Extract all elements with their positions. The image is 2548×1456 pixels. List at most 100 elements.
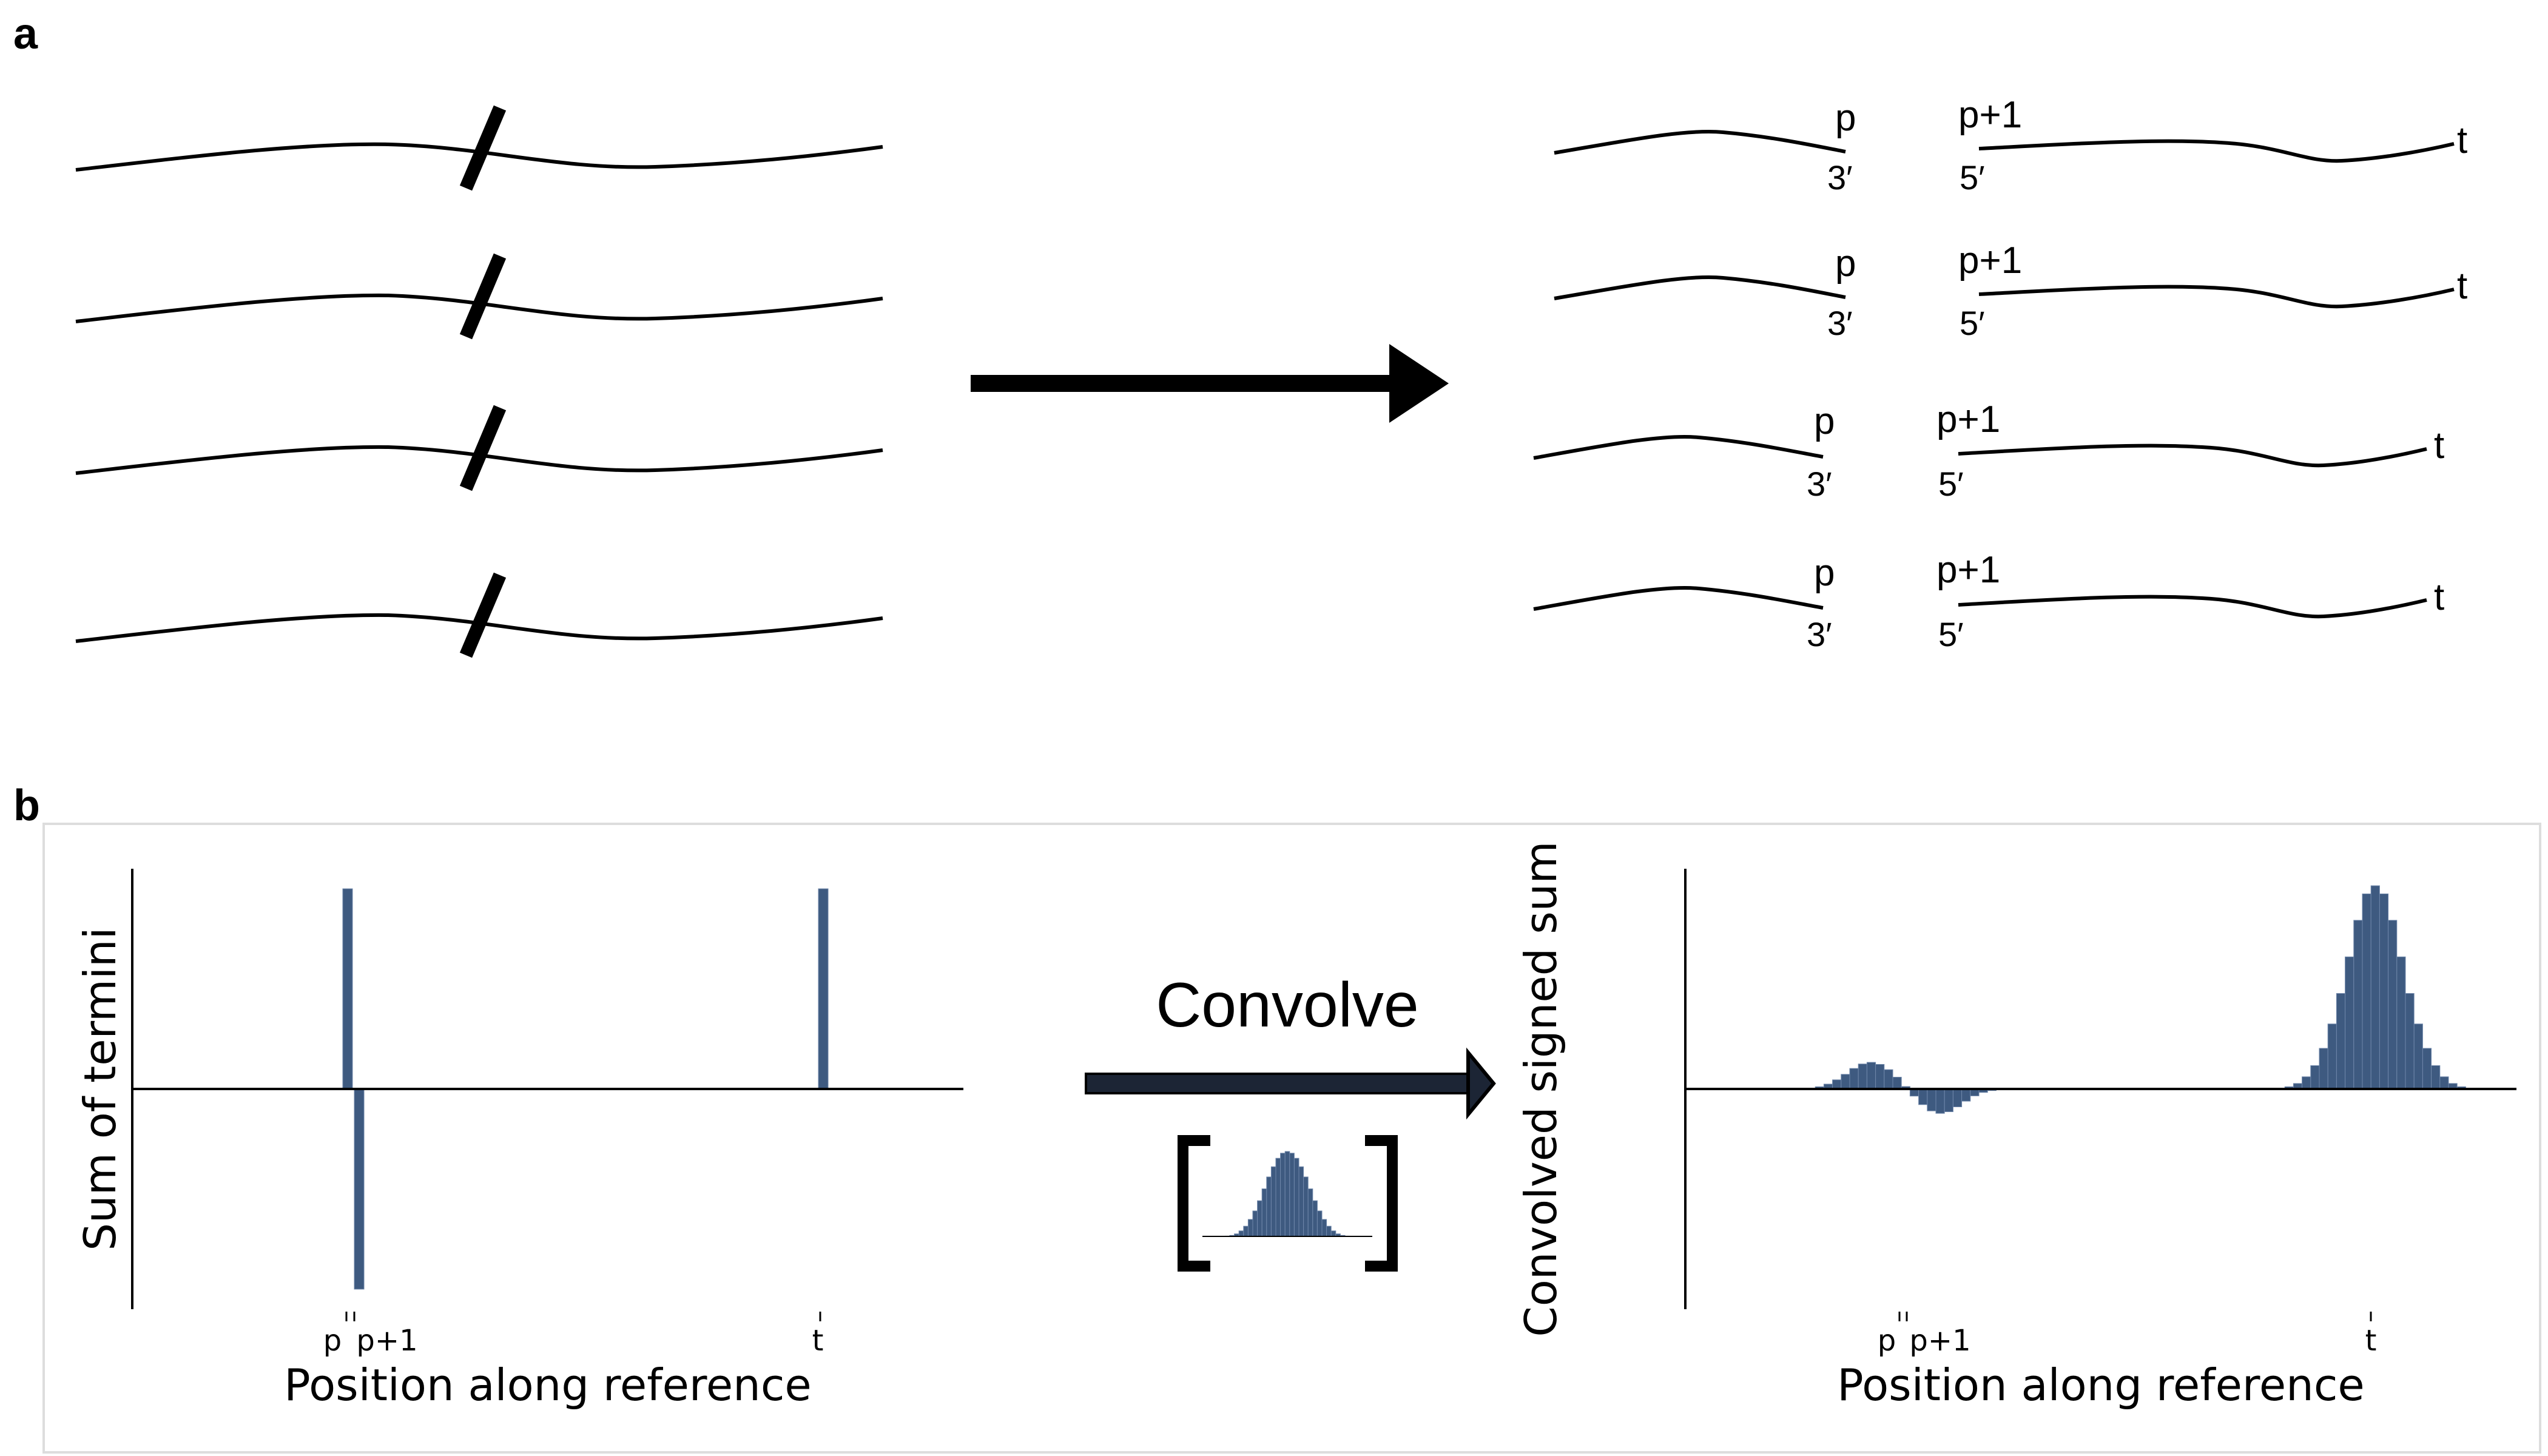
cleaved-fragments [1533, 129, 2455, 619]
convolved-bar-41 [2405, 993, 2415, 1090]
kernel-bar-24 [1330, 1230, 1336, 1237]
kernel-bar-10 [1266, 1176, 1272, 1237]
cut-mark-4 [459, 572, 507, 658]
convolved-bar-32 [2327, 1023, 2337, 1090]
convolved-bar-43 [2422, 1048, 2432, 1090]
kernel-bar-19 [1307, 1188, 1313, 1237]
tick-label-t-left: t [812, 1324, 824, 1358]
arrow-head [1389, 344, 1449, 423]
kernel-bar-12 [1275, 1158, 1281, 1237]
kernel-bar-15 [1289, 1153, 1295, 1237]
chart-right-x-label: Position along reference [1837, 1360, 2364, 1410]
fragment-right-4 [1958, 595, 2427, 619]
chart-left-x-label: Position along reference [284, 1360, 811, 1410]
arrow-shaft [971, 375, 1395, 392]
kernel-bar-13 [1280, 1153, 1286, 1237]
convolved-sum-chart: p p+1 t Position along reference Convolv… [1515, 841, 2516, 1410]
fragment-left-1 [1554, 129, 1846, 155]
label-3prime-3: 3′ [1807, 465, 1832, 503]
convolved-bar-9 [1875, 1063, 1885, 1090]
convolved-bar-18 [1952, 1088, 1963, 1107]
kernel-bar-5 [1243, 1225, 1249, 1237]
fragment-right-1 [1978, 139, 2455, 163]
kernel-bar-17 [1298, 1166, 1304, 1237]
cut-mark-1 [459, 105, 507, 191]
convolved-bar-8 [1866, 1062, 1876, 1090]
kernel-bar-9 [1261, 1188, 1267, 1237]
convolved-bar-31 [2319, 1048, 2328, 1090]
cut-mark-2 [459, 253, 507, 340]
label-p-3: p [1814, 400, 1835, 442]
panel-a-letter: a [13, 10, 38, 58]
tick-label-p1-left: p+1 [356, 1324, 417, 1358]
convolved-bar-33 [2336, 993, 2346, 1090]
kernel-bracket-right [1365, 1135, 1398, 1272]
convolved-bar-34 [2345, 956, 2354, 1090]
convolve-operator: Convolve [1085, 970, 1496, 1272]
convolved-bar-40 [2396, 956, 2406, 1090]
label-p1-1: p+1 [1958, 94, 2022, 136]
convolve-label: Convolve [1156, 970, 1419, 1040]
label-t-4: t [2434, 576, 2444, 618]
label-5prime-1: 5′ [1960, 158, 1985, 197]
panel-b-frame [42, 823, 2541, 1454]
convolved-bar-36 [2362, 893, 2371, 1090]
fragment-right-3 [1958, 443, 2427, 468]
label-p1-3: p+1 [1936, 399, 2000, 440]
chart-left-y-label: Sum of termini [75, 927, 126, 1250]
convolved-bar-11 [1892, 1077, 1902, 1090]
convolved-bar-14 [1918, 1088, 1928, 1105]
convolved-bar-44 [2431, 1065, 2441, 1090]
label-5prime-2: 5′ [1960, 304, 1985, 342]
convolved-bar-42 [2413, 1023, 2423, 1090]
termini-bar-1 [342, 888, 353, 1090]
fragment-left-4 [1533, 585, 1824, 611]
kernel-bar-16 [1293, 1158, 1299, 1237]
convolved-bar-29 [2302, 1076, 2311, 1090]
tick-label-p-left: p [323, 1324, 342, 1358]
convolve-arrow-head [1466, 1047, 1496, 1120]
cut-marks [459, 105, 507, 658]
kernel-bar-21 [1316, 1210, 1323, 1237]
convolved-bars [1806, 885, 2475, 1114]
convolved-bar-19 [1961, 1088, 1971, 1102]
termini-bar-3 [818, 888, 829, 1090]
label-3prime-2: 3′ [1827, 304, 1853, 342]
convolved-bar-4 [1832, 1079, 1842, 1090]
strand-2 [75, 293, 883, 323]
termini-bars [342, 888, 829, 1290]
fragment-right-2 [1978, 285, 2455, 309]
tick-label-t-right: t [2365, 1324, 2377, 1358]
strand-1 [75, 142, 883, 172]
strand-3 [75, 445, 883, 475]
convolved-bar-30 [2310, 1065, 2320, 1090]
label-5prime-3: 5′ [1938, 465, 1964, 503]
kernel-bars [1224, 1151, 1350, 1237]
label-p-1: p [1835, 97, 1856, 139]
kernel-bar-11 [1270, 1166, 1276, 1237]
strand-4 [75, 613, 883, 643]
label-p-2: p [1835, 243, 1856, 285]
convolved-bar-10 [1884, 1069, 1893, 1090]
cut-mark-3 [459, 405, 507, 491]
convolved-bar-5 [1841, 1074, 1850, 1090]
chart-right-x-ticks [1898, 1312, 2372, 1321]
kernel-bar-8 [1257, 1200, 1262, 1237]
label-t-3: t [2434, 425, 2444, 467]
convolved-bar-6 [1849, 1068, 1859, 1090]
kernel-bracket-left [1178, 1135, 1210, 1272]
panel-b-letter: b [13, 781, 40, 830]
chart-right-y-label-line: Convolved signed sum [1515, 841, 1566, 1336]
convolved-bar-37 [2370, 885, 2380, 1090]
kernel-bar-20 [1312, 1200, 1318, 1237]
kernel-bar-18 [1303, 1176, 1309, 1237]
termini-bar-2 [354, 1088, 365, 1290]
kernel-bar-7 [1252, 1210, 1258, 1237]
tick-label-p-right: p [1878, 1324, 1896, 1358]
intact-strands [75, 142, 883, 643]
convolved-bar-35 [2353, 920, 2363, 1090]
kernel-bar-23 [1326, 1225, 1332, 1237]
termini-sum-chart: p p+1 t Position along reference Sum of … [75, 869, 963, 1410]
label-t-2: t [2457, 265, 2467, 307]
